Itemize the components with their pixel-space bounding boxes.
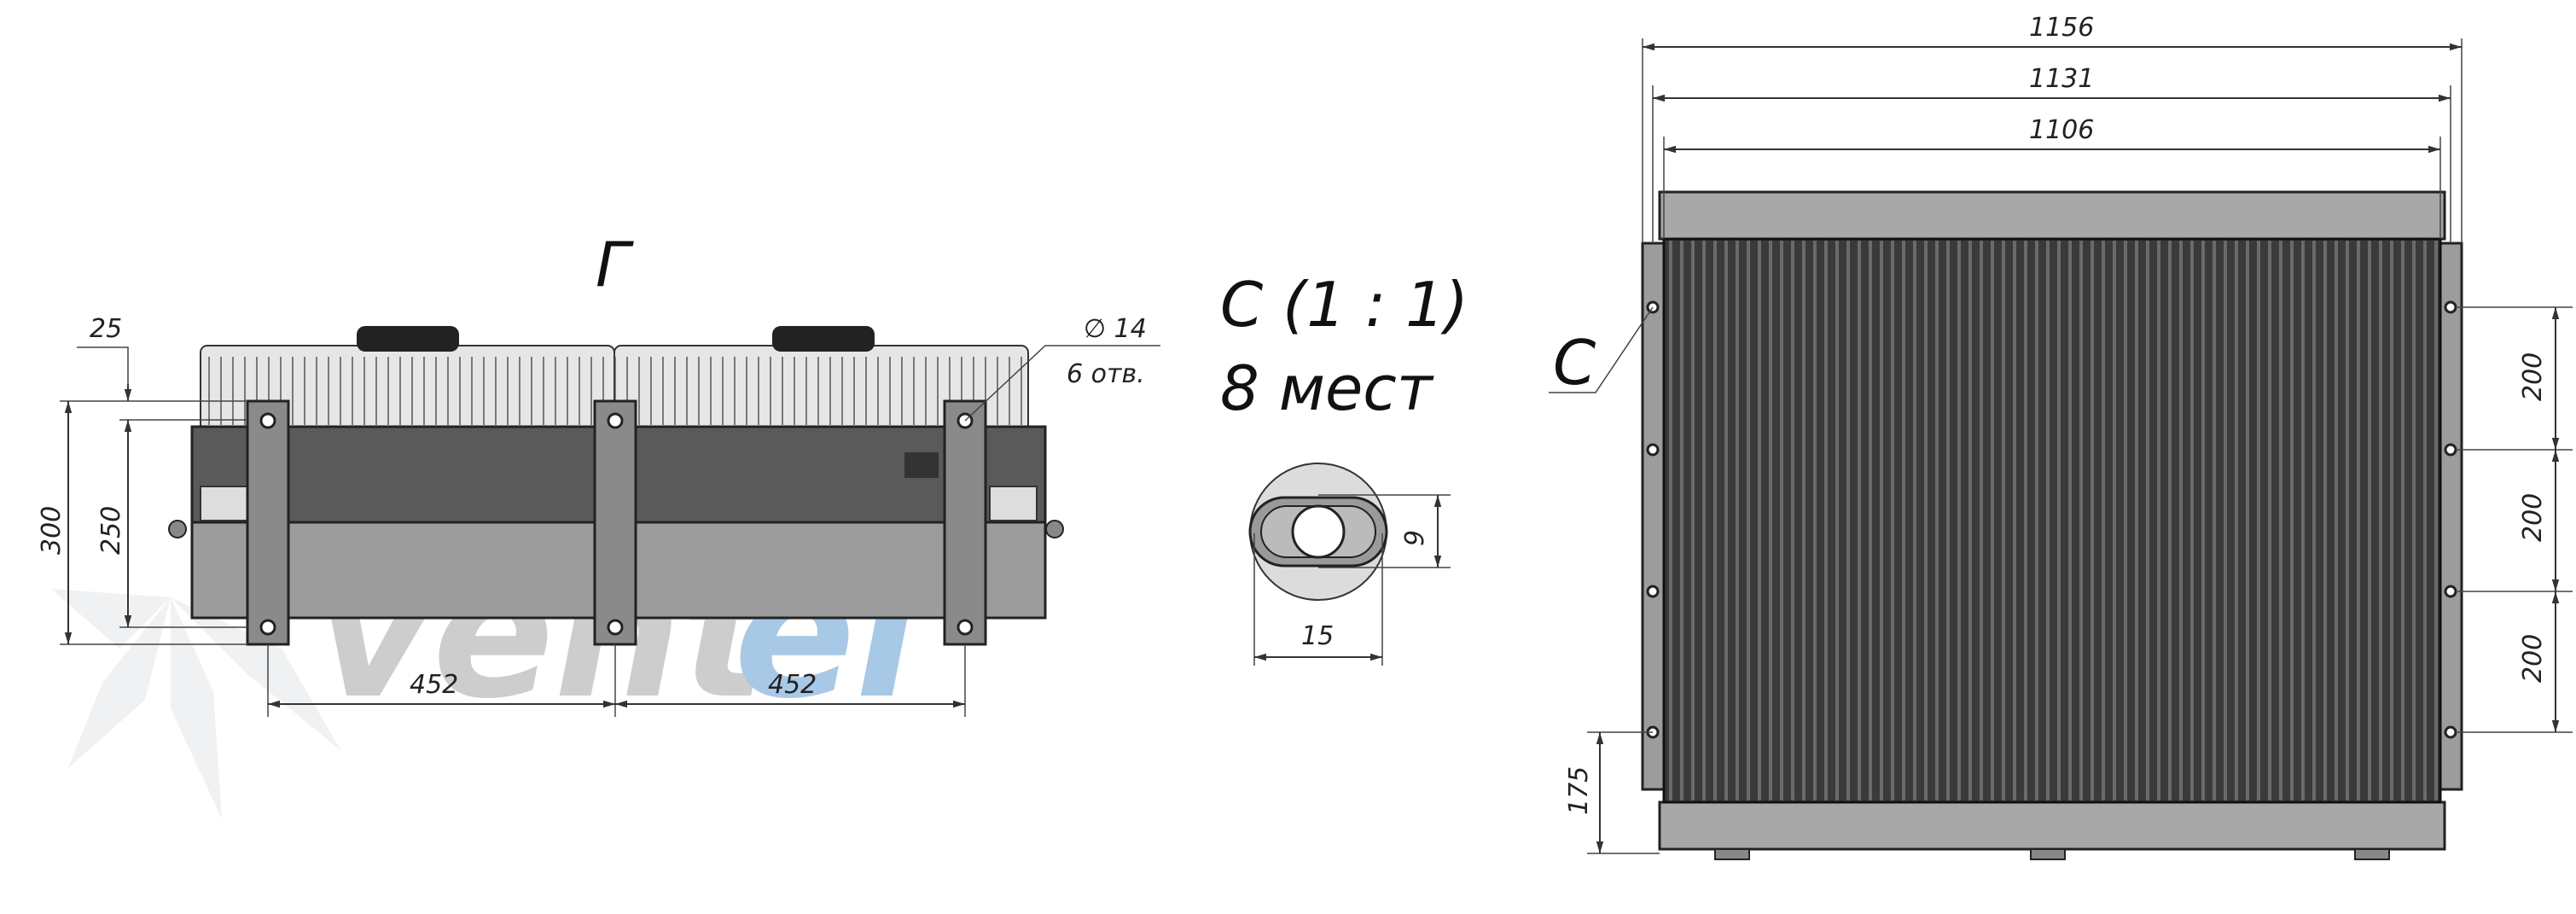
svg-text:∅ 14: ∅ 14 — [1084, 314, 1147, 344]
svg-text:С: С — [1553, 327, 1596, 399]
svg-text:300: 300 — [37, 506, 67, 555]
svg-text:1106: 1106 — [2029, 115, 2094, 145]
dim-25: 25 — [77, 314, 132, 401]
dim-1156: 1156 — [1642, 13, 2463, 243]
bottom-plate — [1658, 800, 2446, 851]
top-plate — [1658, 190, 2446, 241]
detail-count: 8 мест — [1220, 352, 1434, 424]
svg-text:1156: 1156 — [2029, 13, 2094, 43]
mounting-bracket-left — [246, 399, 290, 646]
svg-text:9: 9 — [1400, 530, 1430, 546]
mounting-bracket-right — [943, 399, 987, 646]
dim-250: 250 — [96, 419, 247, 628]
detail-view-c: С (1 : 1) 8 мест 9 15 — [1220, 269, 1468, 666]
dim-452-left: 452 — [267, 644, 616, 717]
svg-text:25: 25 — [90, 314, 122, 344]
svg-text:452: 452 — [410, 670, 458, 700]
detail-callout-c: С — [1549, 306, 1654, 399]
left-view-front: Г 25 300 250 452 — [37, 229, 1160, 717]
radiator-fins — [1669, 241, 2438, 800]
foot-middle — [2030, 848, 2066, 860]
dim-9: 9 — [1318, 494, 1451, 568]
left-flange — [1641, 242, 1666, 791]
dim-15: 15 — [1253, 533, 1383, 666]
svg-text:6 отв.: 6 отв. — [1067, 359, 1145, 389]
dim-200-stack: 200 200 200 — [2457, 306, 2573, 733]
foot-left — [1714, 848, 1750, 860]
dim-1106: 1106 — [1663, 115, 2441, 239]
svg-text:250: 250 — [96, 506, 126, 555]
svg-text:200: 200 — [2518, 493, 2548, 542]
foot-right — [2354, 848, 2390, 860]
dim-1131: 1131 — [1652, 64, 2451, 243]
svg-text:1131: 1131 — [2029, 64, 2094, 94]
right-view-top: 1156 1131 1106 С 200 — [1549, 13, 2573, 860]
fan-motor-cap-right — [772, 326, 875, 352]
dim-300: 300 — [37, 400, 247, 645]
mounting-bracket-middle — [593, 399, 637, 646]
right-flange — [2439, 242, 2463, 791]
detail-title: С (1 : 1) — [1220, 269, 1468, 341]
svg-text:452: 452 — [768, 670, 817, 700]
svg-text:200: 200 — [2518, 352, 2548, 401]
side-fitting-left — [168, 520, 187, 539]
svg-text:200: 200 — [2518, 634, 2548, 683]
dim-452-right: 452 — [615, 644, 966, 717]
svg-text:175: 175 — [1564, 766, 1594, 815]
junction-box — [904, 452, 939, 478]
dim-175: 175 — [1564, 731, 1660, 854]
fan-housing-right — [989, 486, 1038, 521]
detail-slot-hole — [1248, 463, 1388, 601]
svg-text:15: 15 — [1301, 621, 1334, 651]
side-fitting-right — [1045, 520, 1064, 539]
view-label-g: Г — [596, 229, 634, 300]
fan-housing-left — [200, 486, 253, 521]
fan-blade-icon — [51, 589, 341, 819]
hole-callout: ∅ 14 6 отв. — [964, 314, 1160, 422]
fan-motor-cap-left — [357, 326, 459, 352]
